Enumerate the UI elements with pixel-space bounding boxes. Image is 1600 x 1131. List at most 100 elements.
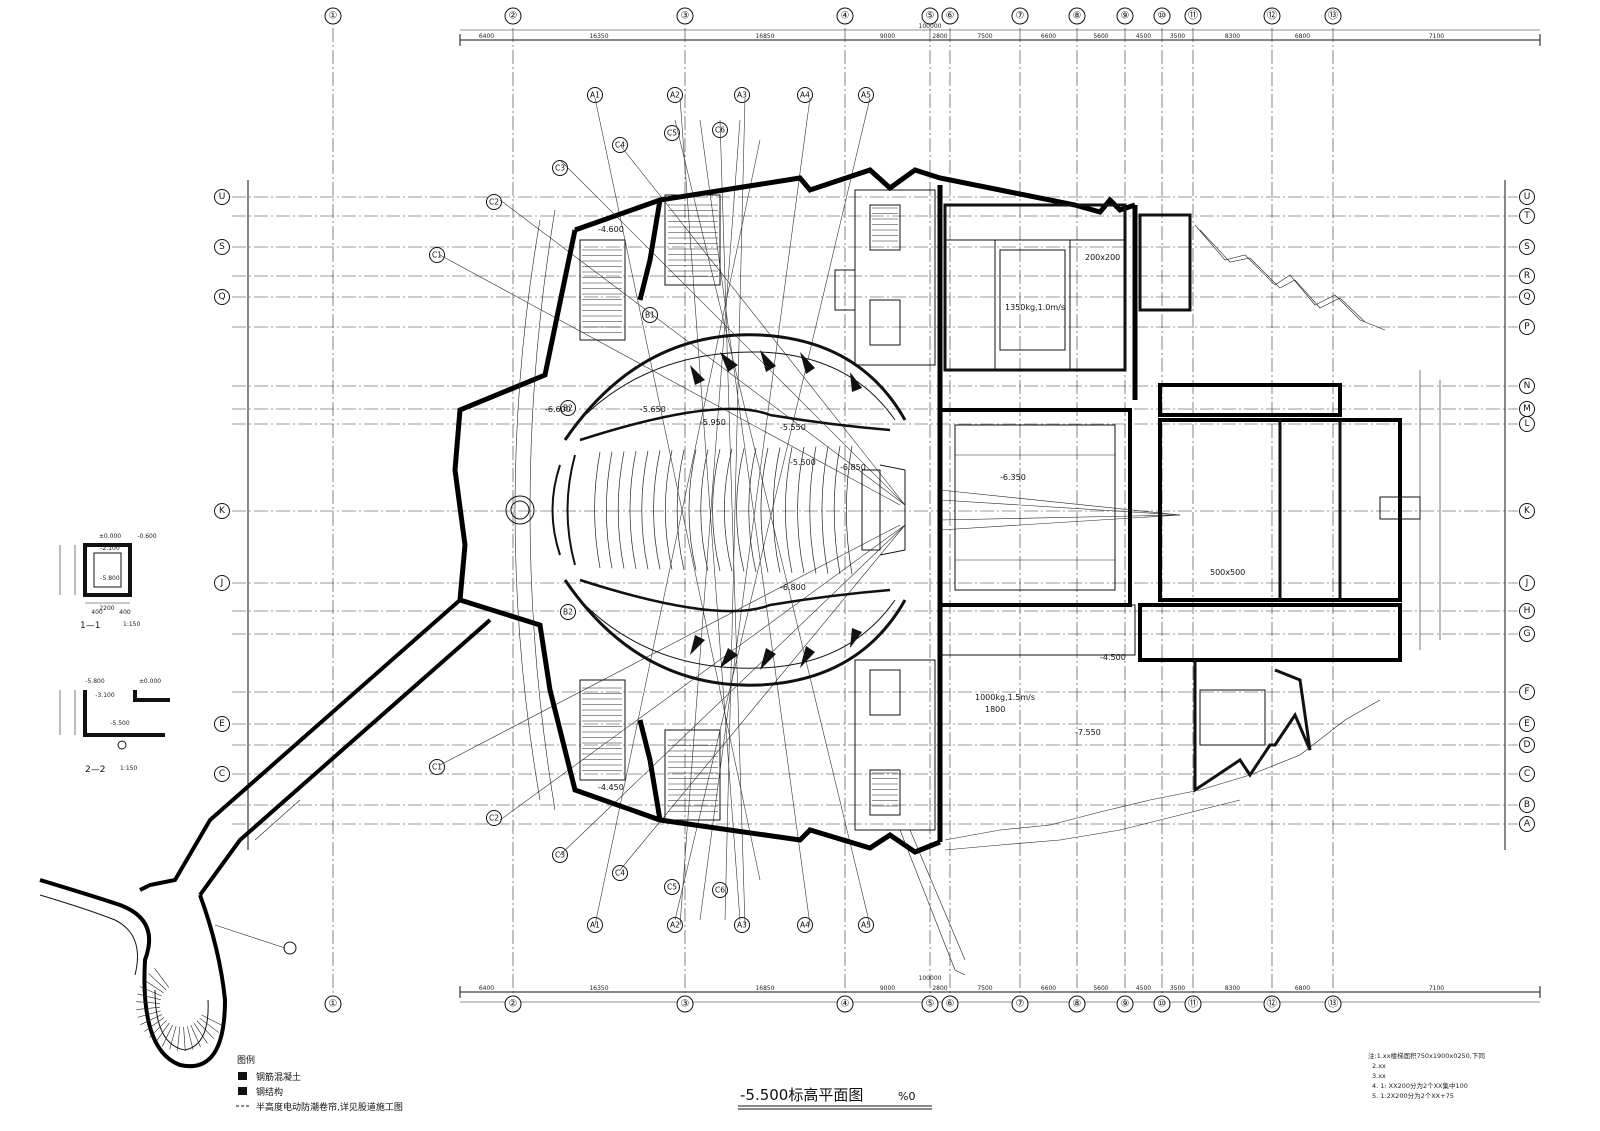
- svg-text:A5: A5: [861, 91, 871, 100]
- grid-bubble-row: U: [1519, 189, 1535, 205]
- radial-axis-bubble: C4: [612, 865, 628, 881]
- grid-bubble-col: ⑨: [1116, 995, 1134, 1013]
- grid-bubble-col: ④: [836, 995, 854, 1013]
- svg-text:B2: B2: [563, 608, 573, 617]
- level-label-6: -4.450: [598, 783, 624, 792]
- general-notes: 注:1.xx楼梯面积750x1900x0250,下同 2.xx 3.xx 4. …: [1368, 1051, 1485, 1100]
- svg-text:E: E: [1524, 719, 1530, 729]
- seat-row: [821, 446, 829, 574]
- section2-scale: 1:150: [120, 765, 137, 772]
- spiral-stair-step: [136, 1001, 161, 1004]
- section2-level-2: ±0.000: [139, 678, 161, 685]
- grid-bubble-row: N: [1519, 378, 1535, 394]
- section1-level-2: -2.100: [100, 545, 120, 552]
- legend-swatch-concrete: [238, 1072, 247, 1080]
- svg-text:A3: A3: [737, 91, 747, 100]
- svg-text:C1: C1: [432, 251, 442, 260]
- dimension-text: 6600: [1041, 33, 1056, 40]
- grid-bubble-col: ①: [324, 995, 342, 1013]
- svg-text:A1: A1: [590, 91, 600, 100]
- grid-bubble-row: M: [1519, 401, 1535, 417]
- grid-axes: [232, 28, 1518, 996]
- grid-bubble-col: ③: [676, 7, 694, 25]
- svg-text:④: ④: [841, 999, 850, 1010]
- grid-bubble-col: ⑥: [941, 7, 959, 25]
- grid-bubble-col: ⑤: [921, 7, 939, 25]
- legend-item-3: 半高度电动防潮卷帘,详见股道施工图: [256, 1101, 403, 1113]
- radial-axis-bubble: A3: [734, 87, 750, 103]
- legend-item-1: 钢筋混凝土: [256, 1071, 301, 1083]
- dimension-text: 8300: [1225, 33, 1240, 40]
- legend-swatch-steel: [238, 1087, 247, 1095]
- spiral-stair-step: [136, 1006, 161, 1010]
- section1-level-1: ±0.000: [99, 533, 121, 540]
- svg-text:H: H: [1524, 606, 1531, 616]
- svg-text:⑩: ⑩: [1158, 999, 1167, 1010]
- section1-scale: 1:150: [123, 621, 140, 628]
- dimension-frame: [247, 29, 1541, 1003]
- note-1: 注:1.xx楼梯面积750x1900x0250,下同: [1368, 1051, 1485, 1060]
- spiral-stair-step: [139, 986, 162, 997]
- dimension-text: 6800: [1295, 33, 1310, 40]
- svg-text:A4: A4: [800, 91, 810, 100]
- svg-text:A: A: [1524, 819, 1531, 829]
- svg-text:A2: A2: [670, 921, 680, 930]
- seat-row: [797, 446, 805, 574]
- svg-text:J: J: [1525, 578, 1529, 588]
- auditorium-seating: [505, 209, 907, 811]
- svg-text:⑧: ⑧: [1073, 999, 1082, 1010]
- dimension-text: 16350: [589, 33, 608, 40]
- item-label-2: 500x500: [1210, 568, 1245, 577]
- radial-axis-bubble: A2: [667, 917, 683, 933]
- seat-row: [665, 450, 673, 570]
- grid-bubble-col: ⑧: [1068, 995, 1086, 1013]
- grid-bubble-col: ⑥: [941, 995, 959, 1013]
- svg-text:⑫: ⑫: [1267, 10, 1277, 22]
- level-label-9: -6.350: [1000, 473, 1026, 482]
- svg-text:B2: B2: [563, 404, 573, 413]
- radial-axis-bubble: B2: [560, 400, 576, 416]
- grid-bubble-col: ⑧: [1068, 7, 1086, 25]
- svg-text:C5: C5: [667, 129, 677, 138]
- note-4: 4. 1: XX200分为2个XX集中100: [1372, 1081, 1468, 1090]
- seat-row: [833, 445, 841, 575]
- grid-bubble-row: B: [1519, 797, 1535, 813]
- legend: 图例 钢筋混凝土 钢结构 半高度电动防潮卷帘,详见股道施工图: [236, 1054, 403, 1113]
- seat-row: [760, 447, 769, 573]
- seat-row: [653, 450, 661, 570]
- level-label-1: -5.500: [790, 458, 816, 467]
- section2-level-4: -3.100: [95, 692, 115, 699]
- section1-level-4: -0.600: [137, 533, 157, 540]
- svg-text:⑩: ⑩: [1158, 11, 1167, 22]
- grid-bubble-row: H: [1519, 603, 1535, 619]
- level-label-4: -6.850: [840, 463, 866, 472]
- stage-block: [938, 383, 1421, 793]
- spiral-stair-step: [177, 1026, 181, 1051]
- svg-text:A5: A5: [861, 921, 871, 930]
- radial-axis-bubble: B2: [560, 604, 576, 620]
- dimension-text: 6600: [1041, 985, 1056, 992]
- grid-bubble-col: ⑫: [1263, 995, 1281, 1013]
- grid-bubble-row: J: [1519, 575, 1535, 591]
- spiral-stair-step: [137, 1010, 161, 1018]
- grid-bubble-col: ①: [324, 7, 342, 25]
- svg-text:U: U: [219, 192, 226, 202]
- seat-row: [785, 447, 793, 573]
- seat-row: [594, 451, 601, 569]
- grid-bubble-row: S: [214, 239, 230, 255]
- seat-row: [712, 448, 721, 572]
- section2-level-3: -5.500: [110, 720, 130, 727]
- svg-text:⑥: ⑥: [946, 999, 955, 1010]
- radial-axis-bubble: C1: [429, 759, 445, 775]
- svg-text:⑫: ⑫: [1267, 998, 1277, 1010]
- grid-bubble-row: D: [1519, 737, 1535, 753]
- level-label-5: -4.600: [598, 225, 624, 234]
- grid-bubble-row: Q: [1519, 289, 1535, 305]
- grid-bubble-row: E: [1519, 716, 1535, 732]
- grid-bubble-col: ⑤: [921, 995, 939, 1013]
- seat-row: [641, 450, 649, 570]
- dimension-text: 16850: [755, 33, 774, 40]
- site-outline: [899, 224, 1441, 976]
- grid-bubble-row: Q: [214, 289, 230, 305]
- spiral-stair-step: [199, 1017, 220, 1033]
